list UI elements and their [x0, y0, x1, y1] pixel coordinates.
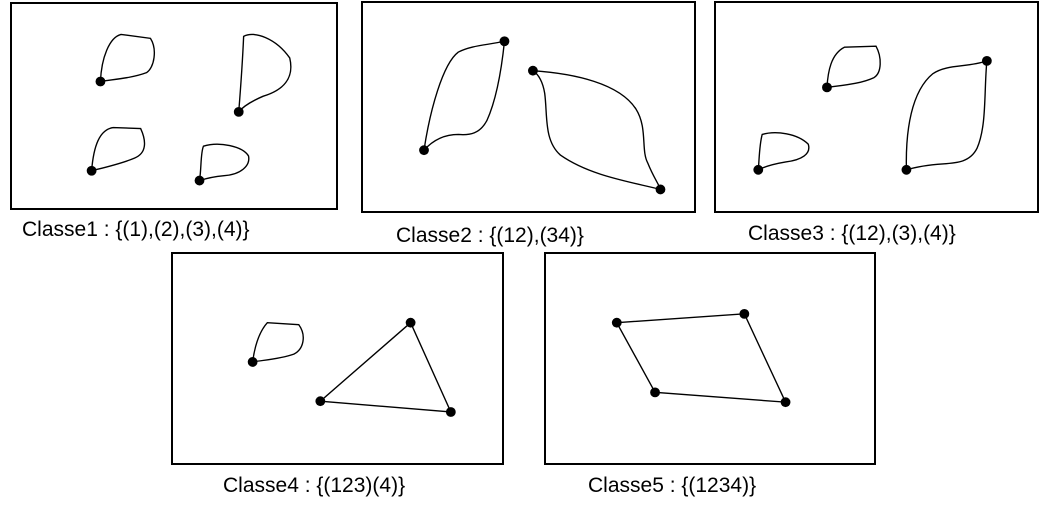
point-4: [194, 175, 205, 186]
classe2-diagram: [419, 36, 666, 195]
point-1: [822, 82, 832, 93]
panel-classe2: [361, 1, 696, 213]
point-2: [739, 308, 750, 319]
point-4: [650, 387, 660, 398]
panel-classe5: [544, 252, 876, 465]
point-34b: [981, 55, 992, 66]
classe5-diagram: [611, 308, 791, 408]
leaf-34: [905, 59, 988, 171]
classe1-diagram: [86, 33, 292, 186]
loop-4: [251, 321, 304, 363]
point-4: [247, 357, 258, 367]
loop-2: [238, 33, 292, 113]
point-12a: [419, 145, 429, 156]
caption-classe3: Classe3 : {(12),(3),(4)}: [748, 222, 956, 245]
caption-classe4: Classe4 : {(123)(4)}: [223, 474, 406, 497]
panel-classe3: [714, 1, 1039, 213]
point-1: [95, 76, 106, 87]
point-2: [233, 106, 244, 117]
caption-classe5: Classe5 : {(1234)}: [588, 474, 757, 497]
loop-1: [826, 45, 881, 89]
caption-classe2: Classe2 : {(12),(34)}: [396, 224, 584, 247]
leaf-12: [423, 40, 506, 151]
panel-classe4: [171, 252, 504, 465]
point-12b: [499, 36, 510, 47]
triangle-123: [318, 321, 452, 413]
point-3: [86, 165, 97, 176]
point-2: [753, 164, 764, 175]
leaf-34: [532, 70, 662, 191]
loop-3: [90, 126, 146, 172]
point-2: [445, 407, 456, 417]
point-34a: [528, 65, 538, 76]
point-3: [315, 396, 326, 407]
point-34b: [655, 184, 666, 195]
quadrilateral-1234: [615, 313, 787, 403]
caption-classe1: Classe1 : {(1),(2),(3),(4)}: [22, 218, 250, 241]
classe4-diagram: [247, 317, 456, 417]
point-3: [780, 397, 791, 408]
classe3-diagram: [753, 45, 992, 175]
loop-1: [99, 33, 155, 83]
loop-4: [198, 143, 250, 182]
panel-classe1: [10, 2, 338, 210]
point-34a: [901, 164, 912, 175]
loop-2: [757, 132, 810, 171]
point-1: [405, 317, 416, 328]
point-1: [611, 317, 622, 328]
